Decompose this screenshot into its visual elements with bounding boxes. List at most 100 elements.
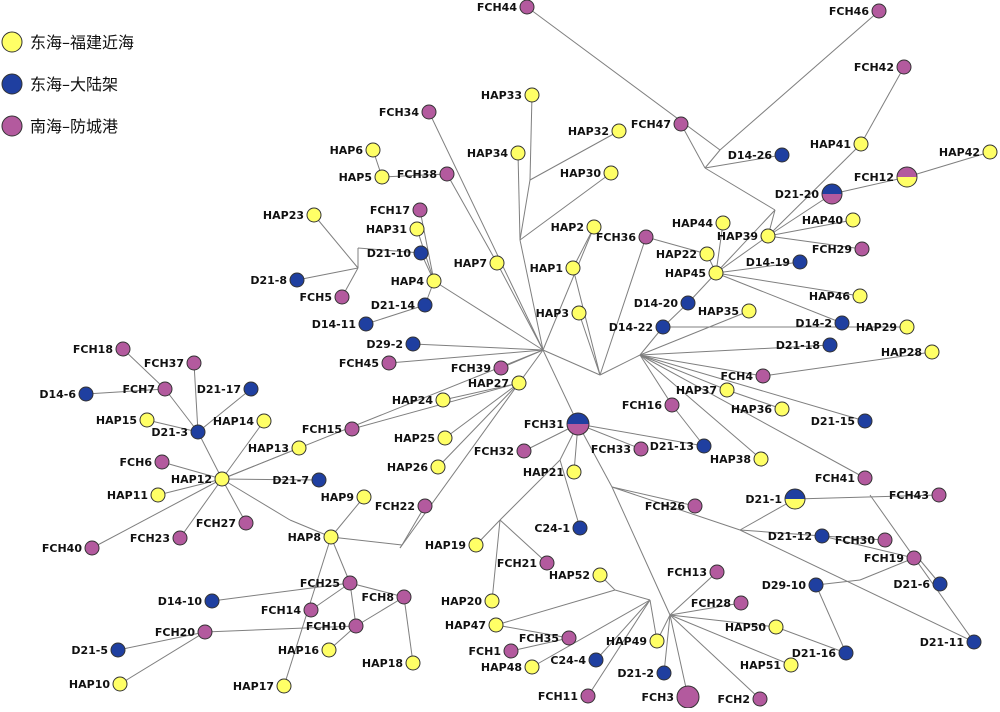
haplotype-node: HAP15 xyxy=(96,412,155,428)
node-label: FCH8 xyxy=(362,591,394,604)
node-label: D21-12 xyxy=(768,530,812,543)
node-label: HAP9 xyxy=(321,491,354,504)
node-label: FCH19 xyxy=(864,552,904,565)
node-label: C24-4 xyxy=(550,654,586,667)
node-circle xyxy=(649,633,665,649)
node-circle xyxy=(186,355,202,371)
network-edge xyxy=(221,447,300,480)
network-edge xyxy=(221,478,291,521)
haplotype-node: HAP35 xyxy=(698,303,757,319)
node-label: FCH28 xyxy=(691,597,731,610)
haplotype-node: FCH38 xyxy=(397,166,455,182)
node-label: D14-2 xyxy=(795,317,832,330)
node-circle xyxy=(484,593,500,609)
network-edge xyxy=(815,584,847,654)
node-label: HAP50 xyxy=(725,621,766,634)
network-edge xyxy=(578,312,601,376)
node-circle xyxy=(571,305,587,321)
network-edge xyxy=(495,624,570,639)
haplotype-node: D21-13 xyxy=(650,438,712,454)
node-label: FCH35 xyxy=(519,632,559,645)
node-outline xyxy=(896,166,918,188)
haplotype-node: FCH17 xyxy=(370,202,428,218)
node-circle xyxy=(768,619,784,635)
node-circle xyxy=(489,255,505,271)
haplotype-node: FCH12 xyxy=(854,166,918,188)
network-edge xyxy=(719,10,880,151)
haplotype-node: FCH32 xyxy=(474,443,532,459)
network-edge xyxy=(639,354,762,460)
node-label: HAP19 xyxy=(425,539,466,552)
haplotype-node: HAP44 xyxy=(672,215,731,231)
network-edge xyxy=(639,344,831,356)
haplotype-node: HAP26 xyxy=(387,459,446,475)
node-label: HAP3 xyxy=(536,307,569,320)
network-edge xyxy=(193,362,199,433)
haplotype-node: HAP36 xyxy=(731,401,790,417)
node-label: D21-15 xyxy=(811,415,855,428)
node-label: FCH40 xyxy=(42,542,82,555)
haplotype-node: D21-7 xyxy=(272,472,327,488)
node-label: D21-14 xyxy=(371,299,416,312)
network-edge xyxy=(542,226,595,351)
haplotype-node: FCH1 xyxy=(469,643,519,659)
node-circle xyxy=(656,665,672,681)
haplotype-node: D21-17 xyxy=(197,381,259,397)
legend-label: 东海–福建近海 xyxy=(30,33,134,52)
node-circle xyxy=(611,123,627,139)
node-circle xyxy=(638,229,654,245)
node-label: HAP4 xyxy=(391,275,425,288)
haplotype-node: FCH21 xyxy=(497,555,555,571)
node-circle xyxy=(488,617,504,633)
node-circle xyxy=(592,567,608,583)
node-circle xyxy=(110,642,126,658)
node-label: D29-10 xyxy=(762,579,807,592)
haplotype-node: FCH37 xyxy=(144,355,202,371)
network-edge xyxy=(704,149,721,169)
haplotype-node: HAP25 xyxy=(394,430,453,446)
network-edge xyxy=(519,239,544,351)
node-label: D21-13 xyxy=(650,440,694,453)
node-label: HAP40 xyxy=(802,214,843,227)
network-edge xyxy=(412,343,544,351)
network-edge xyxy=(639,354,866,479)
haplotype-node: FCH33 xyxy=(591,441,649,457)
node-label: D14-22 xyxy=(609,321,653,334)
node-circle xyxy=(342,575,358,591)
node-label: D14-26 xyxy=(728,149,773,162)
haplotype-node: FCH43 xyxy=(889,487,947,503)
haplotype-node: HAP19 xyxy=(425,537,484,553)
network-edge xyxy=(499,519,548,564)
node-label: HAP49 xyxy=(606,635,647,648)
node-label: FCH23 xyxy=(130,532,170,545)
node-label: HAP45 xyxy=(665,267,706,280)
node-circle xyxy=(381,355,397,371)
node-circle xyxy=(214,471,230,487)
node-outline xyxy=(821,183,843,205)
network-edge xyxy=(704,154,783,169)
network-edge xyxy=(433,280,544,351)
haplotype-node: FCH2 xyxy=(718,691,768,707)
node-circle xyxy=(687,498,703,514)
network-edge xyxy=(510,637,570,652)
haplotype-node: FCH27 xyxy=(196,515,254,531)
node-circle xyxy=(139,412,155,428)
node-label: HAP42 xyxy=(939,146,980,159)
node-label: FCH26 xyxy=(645,500,685,513)
node-label: D21-10 xyxy=(367,247,412,260)
haplotype-node: FCH23 xyxy=(130,530,188,546)
node-circle xyxy=(84,540,100,556)
haplotype-node: HAP51 xyxy=(740,657,799,673)
node-circle xyxy=(365,142,381,158)
haplotype-node: D29-2 xyxy=(366,336,421,352)
node-label: HAP29 xyxy=(856,321,897,334)
network-edge xyxy=(715,272,843,324)
network-edge xyxy=(859,557,915,581)
haplotype-node: FCH16 xyxy=(622,397,680,413)
network-edge xyxy=(351,382,520,430)
network-edge xyxy=(645,236,708,255)
node-circle xyxy=(204,593,220,609)
haplotype-node: HAP39 xyxy=(717,228,776,244)
